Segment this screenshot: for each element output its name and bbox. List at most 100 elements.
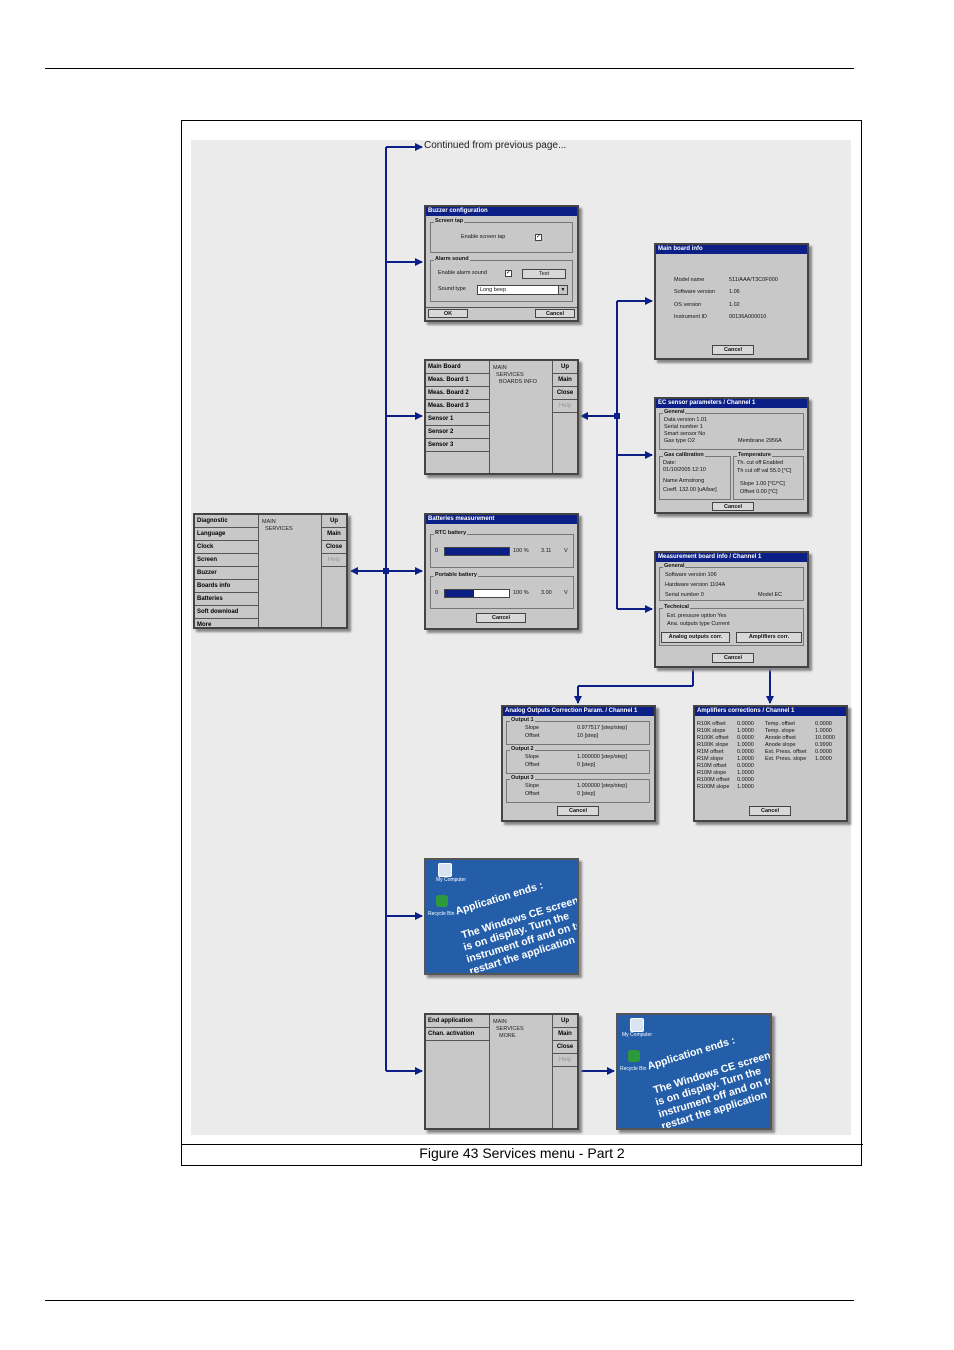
chevron-down-icon: ▼: [558, 286, 567, 294]
output-2-group: Output 2 Slope 1.000000 [step/step] Offs…: [506, 746, 650, 774]
help-button[interactable]: Help: [322, 554, 346, 567]
cancel-button[interactable]: Cancel: [535, 309, 575, 318]
cancel-button[interactable]: Cancel: [476, 613, 526, 623]
menu-item-clock[interactable]: Clock: [195, 541, 258, 554]
menu-item-meas-board-3[interactable]: Meas. Board 3: [426, 400, 489, 413]
cancel-button[interactable]: Cancel: [749, 806, 791, 816]
figure-frame: [181, 120, 862, 1166]
os-version-value: 1.02: [729, 302, 740, 308]
main-button[interactable]: Main: [553, 374, 577, 387]
cancel-button[interactable]: Cancel: [712, 653, 754, 663]
temperature-group: Temperature Th. cut off Enabled Th cut o…: [733, 452, 804, 500]
portable-battery-bar: [444, 589, 510, 598]
more-menu: End application Chan. activation MAIN SE…: [424, 1013, 579, 1130]
meas-board-dialog: Measurement board info / Channel 1 Gener…: [654, 551, 809, 668]
alarm-sound-checkbox[interactable]: ✓: [505, 270, 512, 277]
boards-info-menu: Main Board Meas. Board 1 Meas. Board 2 M…: [424, 359, 579, 475]
menu-item-screen[interactable]: Screen: [195, 554, 258, 567]
my-computer-icon: [630, 1018, 644, 1032]
dialog-title: Measurement board info / Channel 1: [656, 553, 807, 562]
rtc-battery-group: RTC battery 0 100 % 3.11 V: [430, 530, 574, 568]
help-button[interactable]: Help: [553, 1054, 577, 1067]
services-menu-items: Diagnostic Language Clock Screen Buzzer …: [195, 515, 259, 627]
gas-calibration-group: Gas calibration Date: 01/10/2005 12:10 N…: [659, 452, 731, 500]
services-menu: Diagnostic Language Clock Screen Buzzer …: [193, 513, 348, 629]
menu-item-diagnostic[interactable]: Diagnostic: [195, 515, 258, 528]
menu-item-boards-info[interactable]: Boards info: [195, 580, 258, 593]
menu-path: MAIN SERVICES: [262, 519, 293, 532]
close-button[interactable]: Close: [553, 387, 577, 400]
close-button[interactable]: Close: [553, 1041, 577, 1054]
batteries-dialog: Batteries measurement RTC battery 0 100 …: [424, 513, 579, 630]
main-board-dialog: Main board info Model name 511/AAA/T3C0F…: [654, 243, 809, 360]
cancel-button[interactable]: Cancel: [557, 806, 599, 816]
menu-item-language[interactable]: Language: [195, 528, 258, 541]
more-menu-items: End application Chan. activation: [426, 1015, 490, 1128]
screen-tap-checkbox[interactable]: ✓: [535, 234, 542, 241]
menu-item-sensor-3[interactable]: Sensor 3: [426, 439, 489, 452]
menu-item-end-application[interactable]: End application: [426, 1015, 489, 1028]
sound-type-select[interactable]: Long beep ▼: [477, 285, 568, 295]
os-version-label: OS version: [674, 302, 702, 308]
recycle-bin-icon: [628, 1050, 640, 1062]
ec-sensor-dialog: EC sensor parameters / Channel 1 General…: [654, 397, 809, 514]
analog-outputs-corr-button[interactable]: Analog outputs corr.: [661, 632, 730, 643]
analog-corr-dialog: Analog Outputs Correction Param. / Chann…: [501, 705, 656, 822]
instrument-id-label: Instrument ID: [674, 314, 708, 320]
test-button[interactable]: Test: [522, 269, 566, 279]
menu-path: MAIN SERVICES BOARDS INFO: [493, 365, 537, 385]
main-button[interactable]: Main: [322, 528, 346, 541]
dialog-title: Buzzer configuration: [426, 207, 577, 216]
cancel-button[interactable]: Cancel: [712, 345, 754, 355]
up-button[interactable]: Up: [553, 1015, 577, 1028]
menu-item-meas-board-2[interactable]: Meas. Board 2: [426, 387, 489, 400]
menu-item-more[interactable]: More: [195, 619, 258, 627]
recycle-bin-icon: [436, 895, 448, 907]
continued-label: Continued from previous page...: [424, 140, 567, 151]
menu-item-main-board[interactable]: Main Board: [426, 361, 489, 374]
more-menu-side: Up Main Close Help: [552, 1015, 577, 1128]
enable-screen-tap-label: Enable screen tap: [461, 234, 506, 240]
menu-item-buzzer[interactable]: Buzzer: [195, 567, 258, 580]
up-button[interactable]: Up: [553, 361, 577, 374]
sound-type-label: Sound type: [438, 286, 466, 292]
instrument-id-value: 00136A000010: [729, 314, 767, 320]
menu-item-chan-activation[interactable]: Chan. activation: [426, 1028, 489, 1041]
dialog-title: Batteries measurement: [426, 515, 577, 524]
figure-caption: Figure 43 Services menu - Part 2: [419, 1145, 625, 1161]
model-name-label: Model name: [674, 277, 705, 283]
enable-alarm-sound-label: Enable alarm sound: [438, 270, 487, 276]
software-version-value: 1.06: [729, 289, 740, 295]
boards-menu-items: Main Board Meas. Board 1 Meas. Board 2 M…: [426, 361, 490, 473]
amp-corr-dialog: Amplifiers corrections / Channel 1 R10K …: [693, 705, 848, 822]
help-button[interactable]: Help: [553, 400, 577, 413]
menu-item-batteries[interactable]: Batteries: [195, 593, 258, 606]
general-group: General Data version 1.01 Serial number …: [659, 409, 804, 450]
portable-battery-group: Portable battery 0 100 % 3.00 V: [430, 572, 574, 609]
windows-ce-screen-2: My Computer Recycle Bin Application ends…: [616, 1013, 772, 1130]
menu-item-meas-board-1[interactable]: Meas. Board 1: [426, 374, 489, 387]
technical-group: Technical Ext. pressure option Yes Ana. …: [659, 604, 804, 646]
amplifiers-corr-button[interactable]: Amplifiers corr.: [736, 632, 802, 643]
header-rule: [45, 68, 854, 69]
ok-button[interactable]: OK: [428, 309, 468, 318]
dialog-title: EC sensor parameters / Channel 1: [656, 399, 807, 408]
menu-item-sensor-1[interactable]: Sensor 1: [426, 413, 489, 426]
menu-path: MAIN SERVICES MORE: [493, 1019, 524, 1039]
menu-item-sensor-2[interactable]: Sensor 2: [426, 426, 489, 439]
caption-divider: [181, 1144, 863, 1145]
output-1-group: Output 1 Slope 0.977517 [step/step] Offs…: [506, 717, 650, 745]
cancel-button[interactable]: Cancel: [712, 502, 754, 511]
close-button[interactable]: Close: [322, 541, 346, 554]
up-button[interactable]: Up: [322, 515, 346, 528]
menu-item-soft-download[interactable]: Soft download: [195, 606, 258, 619]
rtc-battery-bar: [444, 547, 510, 556]
output-3-group: Output 3 Slope 1.000000 [step/step] Offs…: [506, 775, 650, 803]
dialog-title: Main board info: [656, 245, 807, 254]
dialog-title: Analog Outputs Correction Param. / Chann…: [503, 707, 654, 716]
boards-menu-side: Up Main Close Help: [552, 361, 577, 473]
main-button[interactable]: Main: [553, 1028, 577, 1041]
